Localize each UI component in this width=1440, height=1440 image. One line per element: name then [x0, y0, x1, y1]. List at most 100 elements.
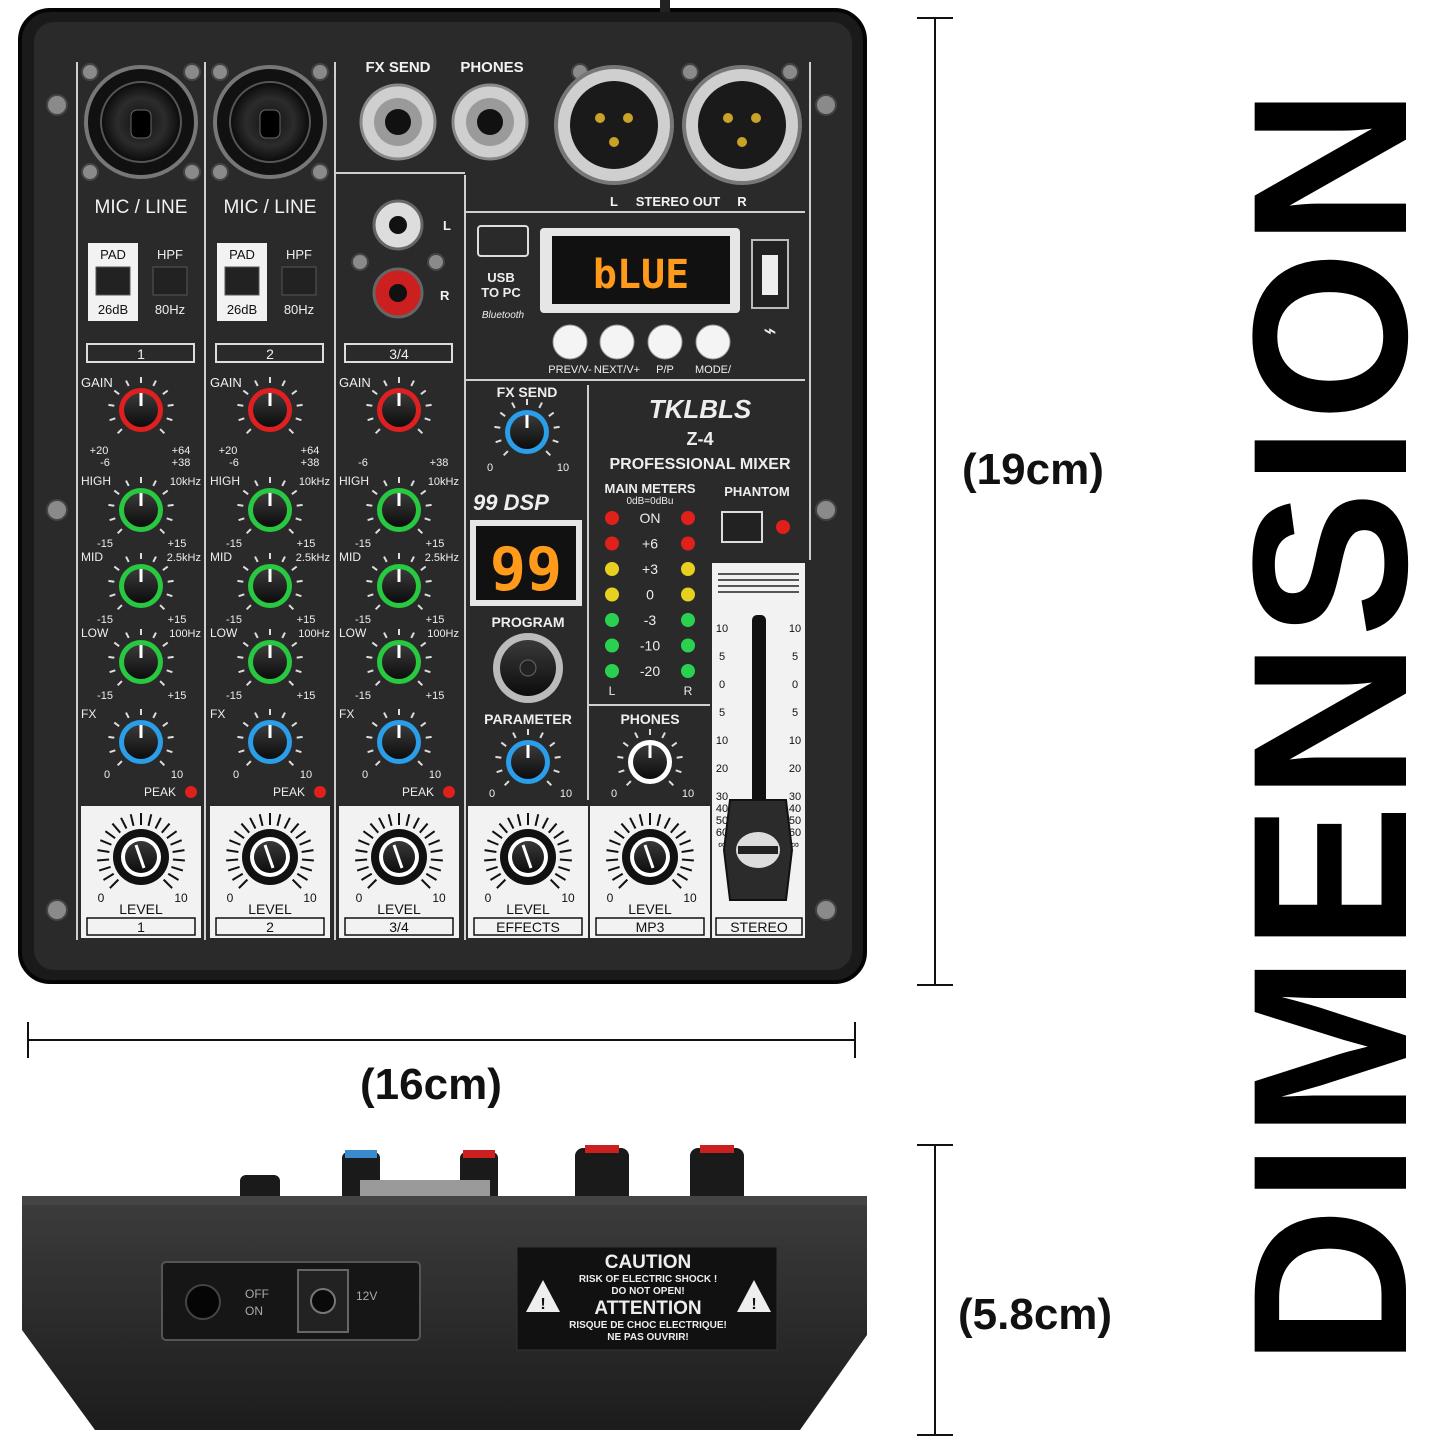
fader-scale-label: 0 — [792, 679, 798, 691]
low-eq-knob-3[interactable] — [366, 629, 432, 687]
phones-label: PHONES — [460, 59, 523, 76]
level-knob[interactable] — [606, 813, 694, 889]
rca-input-left[interactable] — [372, 199, 424, 251]
gain-knob-3[interactable] — [366, 377, 432, 435]
eq-scale-max: +15 — [168, 614, 187, 626]
hpf-switch-2[interactable] — [281, 266, 317, 296]
dsp-badge: 99 DSP — [473, 490, 549, 515]
level-knob[interactable] — [355, 813, 443, 889]
eq-scale-min: -15 — [355, 690, 371, 702]
attention-line-1: RISQUE DE CHOC ELECTRIQUE! — [569, 1320, 727, 1331]
pad-value-2: 26dB — [227, 302, 257, 317]
mid-eq-knob-2[interactable] — [237, 553, 303, 611]
high-eq-knob-2[interactable] — [237, 477, 303, 535]
meter-led — [681, 536, 695, 551]
mid-freq-label: 2.5kHz — [425, 552, 459, 564]
level-knob[interactable] — [97, 813, 185, 889]
fx-knob-3[interactable] — [366, 709, 432, 767]
fx-knob-2[interactable] — [237, 709, 303, 767]
eq-scale-max: +15 — [168, 538, 187, 550]
player-button[interactable] — [599, 324, 635, 360]
bluetooth-label: Bluetooth — [482, 310, 525, 321]
level-label: LEVEL — [377, 901, 421, 917]
gain-label: GAIN — [339, 375, 371, 390]
mic-line-input-2[interactable] — [213, 65, 327, 179]
fx-scale-max: 10 — [300, 769, 312, 781]
usb-icon: ⌁ — [763, 318, 776, 343]
peak-led — [185, 786, 197, 798]
mid-eq-knob-3[interactable] — [366, 553, 432, 611]
eq-scale-max: +15 — [426, 690, 445, 702]
power-switch[interactable] — [185, 1284, 221, 1320]
hpf-switch-1[interactable] — [152, 266, 188, 296]
low-freq-label: 100Hz — [298, 628, 330, 640]
mp3-display: bLUE — [593, 252, 689, 298]
warning-icon: ! — [526, 1280, 560, 1313]
eq-scale-min: -15 — [355, 614, 371, 626]
level-knob[interactable] — [484, 813, 572, 889]
pad-switch-1[interactable] — [95, 266, 131, 296]
player-button[interactable] — [552, 324, 588, 360]
gain-scale-max: +38 — [172, 457, 191, 469]
program-encoder[interactable] — [493, 633, 563, 703]
gain-knob-1[interactable] — [108, 377, 174, 435]
meter-led — [605, 587, 619, 602]
high-eq-knob-3[interactable] — [366, 477, 432, 535]
fx-scale-max: 10 — [171, 769, 183, 781]
model-name: Z-4 — [687, 429, 714, 449]
fader-scale-label: 50 — [789, 815, 801, 827]
player-button[interactable] — [647, 324, 683, 360]
low-freq-label: 100Hz — [427, 628, 459, 640]
laptop-icon — [477, 225, 529, 257]
level-knob[interactable] — [226, 813, 314, 889]
player-button[interactable] — [695, 324, 731, 360]
usb-port[interactable] — [751, 239, 789, 309]
stereo-out-left[interactable] — [554, 65, 674, 185]
gain-scale-min: +20 — [90, 445, 109, 457]
fx-send-knob-label: FX SEND — [497, 384, 558, 400]
mid-eq-knob-1[interactable] — [108, 553, 174, 611]
level-scale-min: 0 — [485, 891, 492, 905]
high-label: HIGH — [339, 474, 369, 488]
stereo-bottom-label: STEREO — [730, 919, 788, 935]
channel-bottom-label: 1 — [137, 919, 145, 935]
eq-scale-max: +15 — [426, 614, 445, 626]
low-eq-knob-1[interactable] — [108, 629, 174, 687]
meters-title: MAIN METERS — [605, 481, 696, 496]
fx-send-knob[interactable] — [494, 399, 560, 457]
rca-right-label: R — [440, 288, 450, 303]
usb-label: USB — [487, 270, 514, 285]
low-label: LOW — [81, 626, 109, 640]
fx-label: FX — [210, 707, 225, 721]
channel-bottom-label: 3/4 — [389, 919, 409, 935]
phantom-switch[interactable] — [721, 511, 763, 543]
pad-switch-2[interactable] — [224, 266, 260, 296]
fx-knob-1[interactable] — [108, 709, 174, 767]
stereo-out-right[interactable] — [682, 65, 802, 185]
pad-label-2: PAD — [229, 247, 255, 262]
gain-knob-2[interactable] — [237, 377, 303, 435]
rca-input-right[interactable] — [372, 267, 424, 319]
phones-jack[interactable] — [451, 83, 529, 161]
fx-send-scale-min: 0 — [487, 462, 493, 474]
peak-label: PEAK — [402, 785, 434, 799]
channel-2-label: 2 — [266, 346, 274, 362]
fader-scale-label: 5 — [792, 707, 798, 719]
fader-scale-label: ∞ — [791, 839, 799, 851]
attention-title: ATTENTION — [594, 1298, 701, 1319]
high-label: HIGH — [81, 474, 111, 488]
page-title: DIMENSION — [1207, 83, 1440, 1367]
parameter-knob[interactable] — [495, 729, 561, 787]
phones-knob[interactable] — [617, 729, 683, 787]
high-eq-knob-1[interactable] — [108, 477, 174, 535]
fx-send-jack[interactable] — [359, 83, 437, 161]
dsp-display: 99 — [490, 535, 562, 605]
fx-label: FX — [339, 707, 354, 721]
product-subtitle: PROFESSIONAL MIXER — [609, 456, 791, 473]
fader-scale-label: 60 — [789, 827, 801, 839]
level-scale-max: 10 — [561, 891, 575, 905]
mic-line-input-1[interactable] — [84, 65, 198, 179]
low-eq-knob-2[interactable] — [237, 629, 303, 687]
depth-dimension: (5.8cm) — [958, 1290, 1113, 1339]
